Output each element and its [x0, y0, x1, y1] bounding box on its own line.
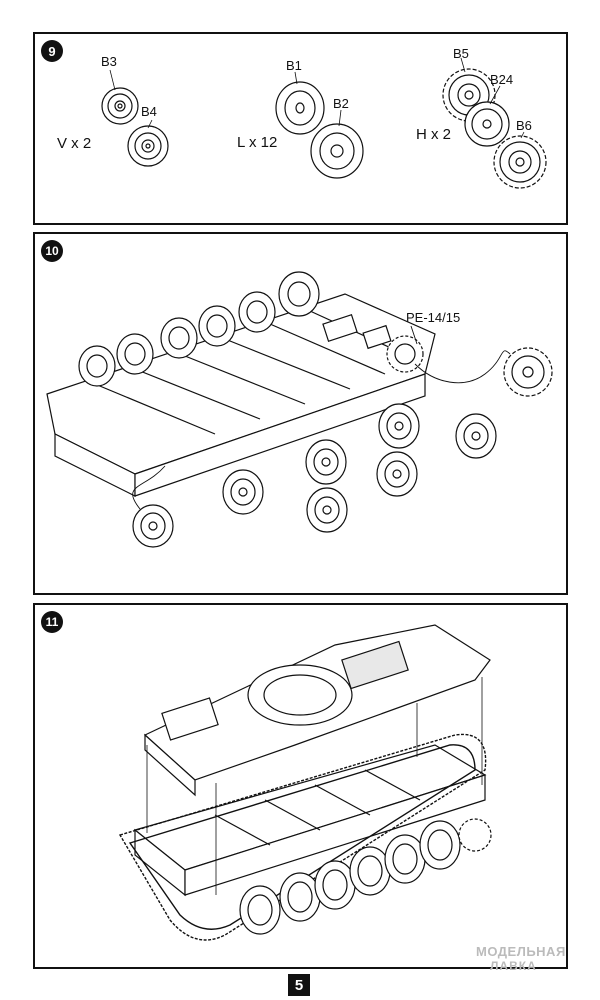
loose-sprocket — [503, 347, 553, 397]
sprocket-b6 — [493, 135, 547, 189]
part-label-b24: B24 — [490, 72, 514, 87]
step-9-badge: 9 — [41, 40, 63, 62]
quantity-h: H x 2 — [416, 126, 452, 143]
quantity-l: L x 12 — [237, 134, 278, 151]
lower-hull-with-tracks — [133, 744, 487, 897]
part-label-b2: B2 — [333, 96, 349, 111]
part-label-b1: B1 — [286, 58, 302, 73]
step-9-panel: 9 — [33, 32, 568, 225]
step-11-road-wheels — [239, 818, 492, 935]
track-band — [118, 733, 487, 941]
step-11-panel: 11 — [33, 603, 568, 969]
road-wheel-b2 — [310, 123, 364, 179]
idler-wheel-b4 — [127, 125, 169, 167]
assembly-guide-lines — [132, 325, 511, 510]
watermark-line-2: ЛАВКА — [490, 959, 537, 973]
page-number: 5 — [288, 974, 310, 996]
lower-road-wheels — [222, 403, 497, 533]
part-label-b3: B3 — [101, 54, 117, 69]
step-11-badge: 11 — [41, 611, 63, 633]
upper-road-wheels — [78, 271, 320, 387]
hull-sprocket — [386, 335, 424, 373]
upper-hull — [143, 624, 491, 797]
step-10-panel: 10 — [33, 232, 568, 595]
idler-wheel-b3 — [101, 87, 139, 125]
step-11-drawing — [118, 624, 492, 941]
part-leader-lines — [109, 57, 525, 139]
step-10-badge: 10 — [41, 240, 63, 262]
step-9-drawing — [101, 57, 547, 189]
callout-pe-14-15: PE-14/15 — [406, 310, 461, 325]
loose-idler-wheel — [132, 504, 174, 548]
quantity-v: V x 2 — [57, 135, 92, 152]
part-label-b5: B5 — [453, 46, 469, 61]
watermark-line-1: МОДЕЛЬНАЯ — [476, 944, 566, 959]
hull-lower-chassis — [46, 293, 436, 497]
part-label-b6: B6 — [516, 118, 532, 133]
road-wheel-b1 — [275, 81, 325, 135]
step-10-drawing — [46, 271, 553, 548]
alignment-lines — [146, 677, 483, 895]
part-label-b4: B4 — [141, 104, 157, 119]
sprocket-ring-b24 — [464, 101, 510, 147]
